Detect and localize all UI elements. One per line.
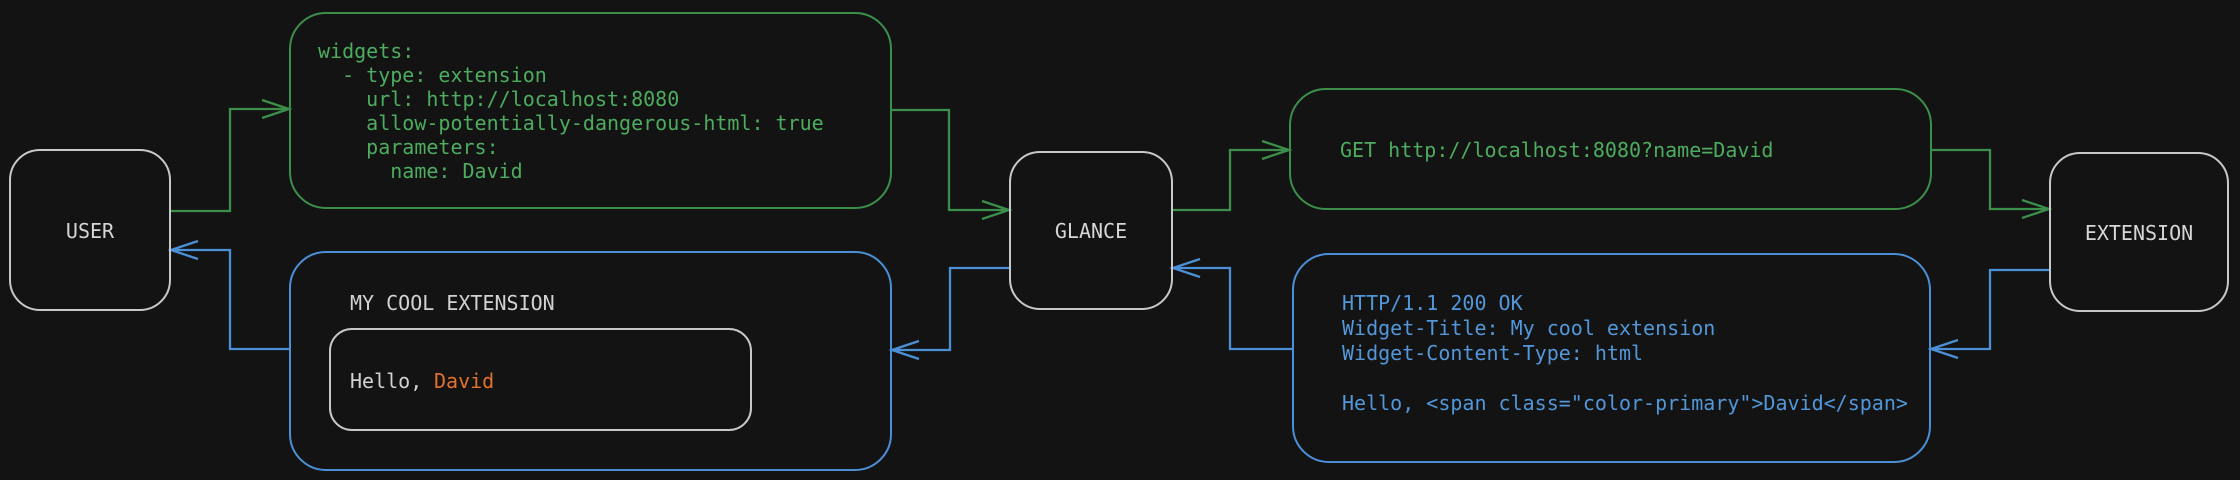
yaml-line: widgets: (318, 39, 414, 63)
widget-content-frame (329, 328, 752, 431)
flow-config-to-glance-arrow (891, 108, 1013, 221)
response-line: Widget-Content-Type: html (1342, 341, 1643, 365)
widget-preview-box (289, 251, 892, 471)
flow-glance-to-widget-arrow (888, 266, 1010, 361)
yaml-line: allow-potentially-dangerous-html: true (318, 111, 824, 135)
flow-user-to-config-arrow (170, 98, 293, 213)
flow-extension-to-response-arrow (1927, 268, 2050, 360)
user-node (9, 149, 171, 311)
user-node-label: USER (66, 219, 115, 243)
yaml-line: - type: extension (318, 63, 547, 87)
greeting-name: David (434, 369, 494, 393)
yaml-config-box (289, 12, 892, 209)
widget-title: MY COOL EXTENSION (350, 291, 555, 315)
extension-node (2049, 152, 2229, 312)
yaml-config-code: widgets: - type: extension url: http://l… (318, 39, 824, 183)
http-request-line: GET http://localhost:8080?name=David (1340, 138, 1773, 162)
response-line: Hello, <span class="color-primary">David… (1342, 391, 1908, 415)
extension-node-label: EXTENSION (2085, 221, 2193, 245)
response-line: HTTP/1.1 200 OK (1342, 291, 1523, 315)
http-request-box (1289, 88, 1932, 210)
widget-greeting: Hello, David (350, 369, 494, 393)
flow-request-to-extension-arrow (1931, 148, 2053, 220)
flow-glance-to-request-arrow (1172, 139, 1293, 212)
greeting-prefix: Hello, (350, 369, 434, 393)
yaml-line: name: David (318, 159, 523, 183)
flow-widget-to-user-arrow (167, 239, 290, 351)
yaml-line: parameters: (318, 135, 499, 159)
flow-response-to-glance-arrow (1169, 257, 1293, 351)
http-response-code: HTTP/1.1 200 OK Widget-Title: My cool ex… (1342, 291, 1908, 415)
glance-node (1009, 151, 1173, 310)
glance-node-label: GLANCE (1055, 219, 1127, 243)
http-response-box (1292, 253, 1931, 463)
response-line: Widget-Title: My cool extension (1342, 316, 1715, 340)
yaml-line: url: http://localhost:8080 (318, 87, 679, 111)
